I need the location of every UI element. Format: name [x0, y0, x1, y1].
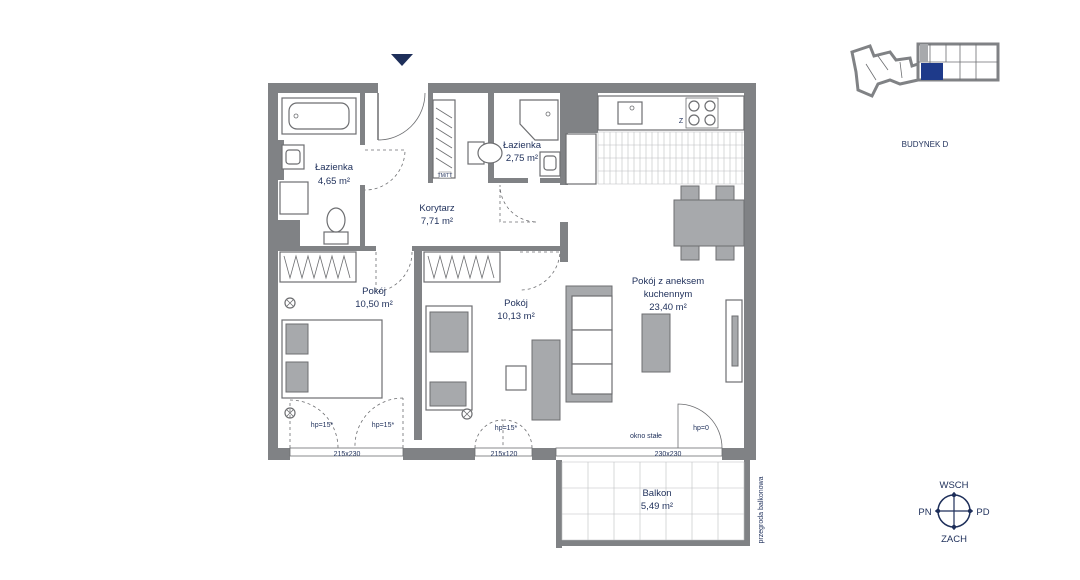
compass-north: WSCH	[939, 480, 968, 491]
room-name-balkon: Balkon	[642, 488, 671, 499]
utility-block	[565, 133, 597, 185]
building-key-plan	[850, 42, 1000, 98]
room-area-pokoj2: 10,13 m²	[497, 311, 535, 322]
window-swings	[289, 397, 723, 449]
room-area-balkon: 5,49 m²	[641, 501, 673, 512]
okno-stale-label: okno stałe	[630, 433, 662, 440]
room-area-lazienka1: 4,65 m²	[318, 176, 350, 187]
room-name-pokoj1: Pokój	[362, 286, 386, 297]
compass-icon	[935, 492, 973, 530]
room-name-aneks-line1: Pokój z aneksem	[632, 276, 704, 287]
compass-south: ZACH	[941, 534, 967, 545]
door-arc-room2	[519, 251, 561, 291]
hp-label-2: hp=15*	[372, 422, 395, 429]
compass-east: PD	[976, 507, 989, 518]
window-size-2: 215x120	[491, 451, 518, 458]
door-arc-bath1	[364, 149, 406, 191]
room1-furniture	[279, 251, 383, 419]
window-size-1: 215x230	[334, 451, 361, 458]
compass-west: PN	[918, 507, 931, 518]
room-name-pokoj2: Pokój	[504, 298, 528, 309]
hp-label-1: hp=15*	[311, 422, 334, 429]
corridor-wardrobe	[432, 99, 456, 179]
room-area-lazienka2: 2,75 m²	[506, 153, 538, 164]
window-frames	[289, 447, 723, 457]
door-arc-bath2	[499, 184, 538, 223]
living-room-furniture	[565, 285, 743, 403]
tm-tt-label: TM/TT	[438, 173, 453, 179]
bathroom-1-fixtures	[279, 97, 357, 245]
bathroom-2-fixtures	[467, 99, 561, 177]
dining-table	[673, 185, 745, 261]
room-name-lazienka2: Łazienka	[503, 140, 542, 151]
building-label: BUDYNEK D	[902, 140, 949, 149]
room2-furniture	[423, 251, 561, 421]
apartment-highlight	[921, 63, 943, 80]
przegroda-label: przegroda balkonowa	[758, 476, 765, 543]
room-area-pokoj1: 10,50 m²	[355, 299, 393, 310]
balcony-floor	[561, 461, 745, 541]
entrance-arrow-icon	[391, 54, 413, 66]
room-name-korytarz: Korytarz	[419, 203, 455, 214]
z-mark: Z	[679, 118, 684, 125]
entry-door	[377, 92, 426, 141]
walls	[268, 83, 756, 548]
kitchen-counter	[597, 95, 745, 131]
door-arc-room1	[375, 251, 413, 293]
room-area-korytarz: 7,71 m²	[421, 216, 453, 227]
room-area-aneks: 23,40 m²	[649, 302, 687, 313]
kitchen-floor-tiles	[597, 131, 744, 185]
room-name-aneks-line2: kuchennym	[644, 289, 693, 300]
hp-label-4: hp=0	[693, 425, 709, 432]
room-name-lazienka1: Łazienka	[315, 162, 354, 173]
hp-label-3: hp=15*	[495, 425, 518, 432]
window-size-3: 230x230	[655, 451, 682, 458]
